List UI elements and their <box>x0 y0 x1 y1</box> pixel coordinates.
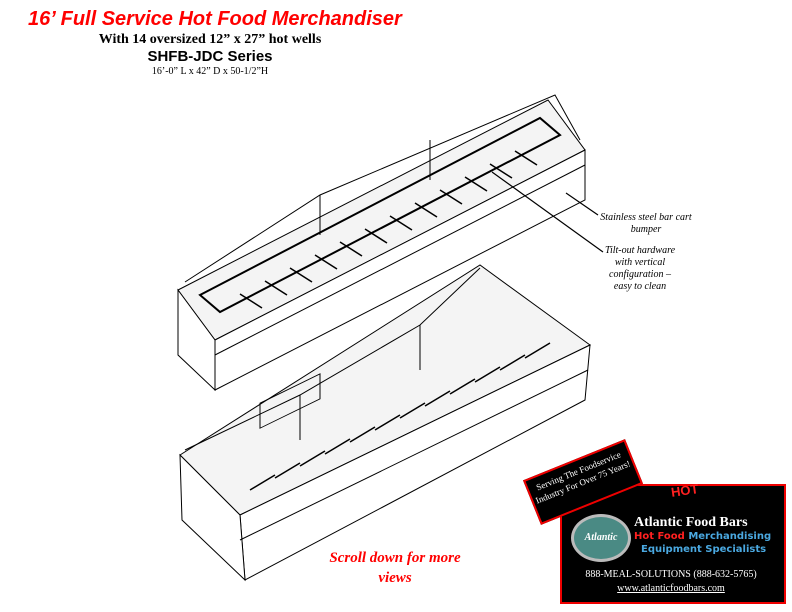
annotation-tilt-out: Tilt-out hardware with vertical configur… <box>604 245 676 292</box>
tagline-2: Equipment Specialists <box>641 544 767 555</box>
top-unit-drawing <box>177 94 586 392</box>
annotation-arrows <box>491 171 604 253</box>
website-link[interactable]: www.atlanticfoodbars.com <box>617 583 725 594</box>
tagline-hot-food: Hot Food <box>634 531 685 542</box>
series-name: SHFB-JDC Series <box>147 48 273 65</box>
dimensions: 16’-0” L x 42” D x 50-1/2”H <box>151 66 269 77</box>
company-name: Atlantic Food Bars <box>634 515 748 530</box>
tagline-1: Hot Food Merchandising <box>634 531 771 542</box>
atlantic-logo: Atlantic <box>571 514 631 562</box>
tagline-merchandising: Merchandising <box>688 531 772 542</box>
bottom-unit-drawing <box>179 264 591 582</box>
phone-number: 888-MEAL-SOLUTIONS (888-632-5765) <box>585 569 757 580</box>
subtitle: With 14 oversized 12” x 27” hot wells <box>98 32 322 47</box>
page-title: 16’ Full Service Hot Food Merchandiser <box>28 8 402 30</box>
scroll-note: Scroll down for more views <box>329 550 461 586</box>
annotation-bumper: Stainless steel bar cart bumper <box>600 212 692 235</box>
